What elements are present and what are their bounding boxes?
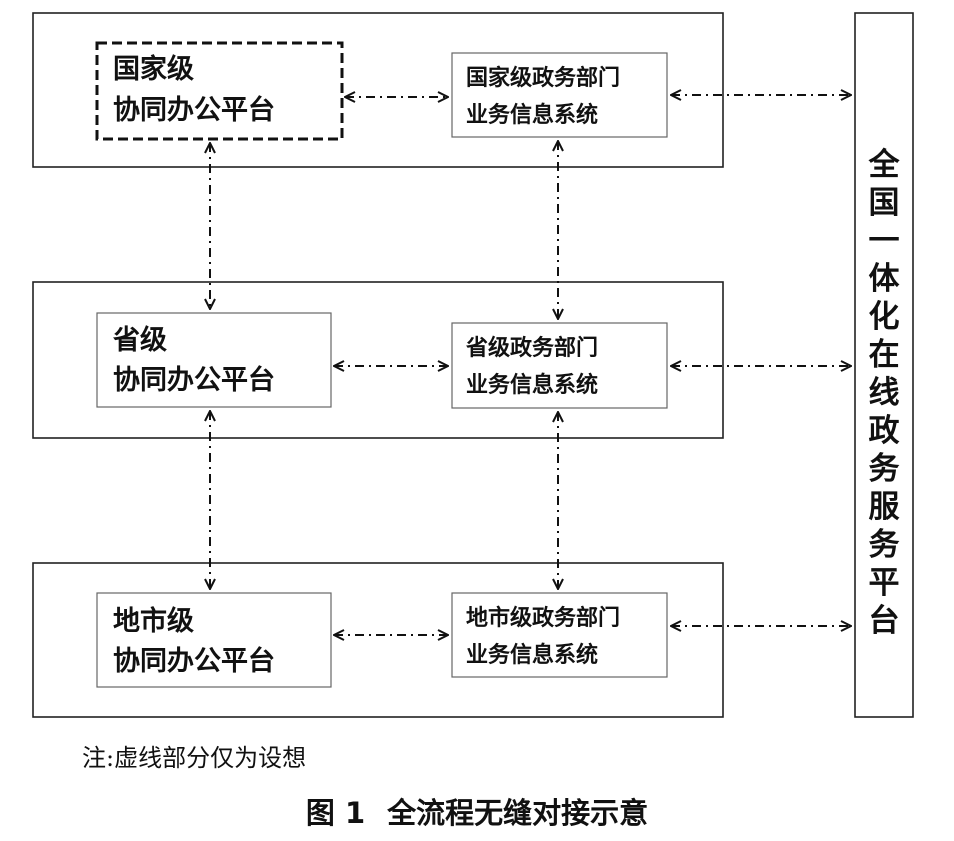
national-system-label-line2: 业务信息系统 [466, 102, 598, 128]
municipal-platform-label-line1: 地市级 [113, 605, 194, 637]
national-system-label-line1: 国家级政务部门 [466, 65, 620, 91]
provincial-system-label-line2: 业务信息系统 [466, 372, 598, 398]
provincial-platform-label-line2: 协同办公平台 [113, 364, 275, 396]
national-platform-label-line2: 协同办公平台 [113, 94, 275, 126]
municipal-system-label-line2: 业务信息系统 [466, 642, 598, 668]
national-system-box [451, 52, 668, 138]
national-platform-label-line1: 国家级 [113, 53, 194, 85]
national-integrated-platform-char: 线 [869, 375, 900, 411]
figure-title: 全流程无缝对接示意 [387, 796, 649, 830]
national-integrated-platform-char: 全 [868, 147, 901, 183]
national-integrated-platform-char: 化 [869, 299, 900, 335]
provincial-system-label-line1: 省级政务部门 [465, 335, 598, 361]
national-integrated-platform-char: 国 [869, 185, 900, 221]
provincial-system-box [451, 322, 668, 409]
provincial-platform-label-line1: 省级 [113, 324, 167, 356]
figure-caption: 图 1 全流程无缝对接示意 [0, 790, 954, 832]
municipal-level-container [32, 562, 724, 718]
national-integrated-platform-char: 政 [869, 413, 900, 449]
provincial-platform-box [96, 312, 332, 408]
provincial-level-container [32, 281, 724, 439]
municipal-platform-box [96, 592, 332, 688]
national-platform-box [95, 41, 344, 141]
national-integrated-platform-char: 台 [869, 603, 900, 639]
national-integrated-platform-char: 服 [869, 489, 900, 525]
national-integrated-platform-char: 体 [869, 261, 900, 297]
municipal-system-box [451, 592, 668, 678]
national-integrated-platform-box [854, 12, 914, 718]
municipal-system-label-line1: 地市级政务部门 [466, 605, 620, 631]
footnote: 注:虚线部分仅为设想 [82, 744, 307, 772]
national-integrated-platform-char: 务 [869, 527, 900, 563]
figure-number: 图 1 [305, 796, 366, 830]
national-integrated-platform-char: 在 [869, 337, 900, 373]
municipal-platform-label-line2: 协同办公平台 [113, 645, 275, 677]
national-integrated-platform-char: 平 [869, 565, 900, 601]
national-integrated-platform-char: 务 [869, 451, 900, 487]
national-integrated-platform-char: 一 [869, 223, 900, 259]
